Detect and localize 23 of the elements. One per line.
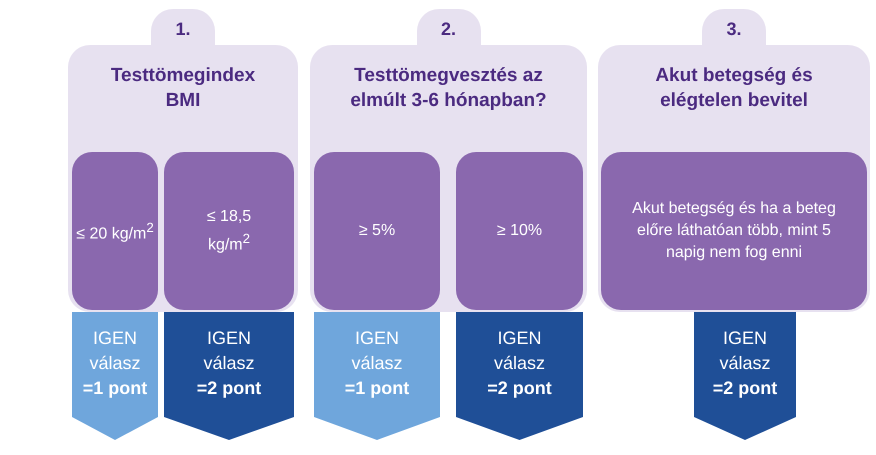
criterion-box: ≤ 20 kg/m$^{2}$	[72, 152, 158, 310]
score-tag	[694, 312, 796, 440]
score-text: =2 pont	[196, 377, 262, 400]
criterion-box: ≥ 5%	[314, 152, 440, 310]
score-text: =2 pont	[712, 377, 778, 400]
panel-heading: Testtömegvesztés az elmúlt 3-6 hónapban?	[349, 64, 548, 113]
panel-heading: Testtömegindex BMI	[110, 64, 256, 113]
score-tag	[314, 312, 440, 440]
score-text: =1 pont	[82, 377, 148, 400]
criterion-box: Akut betegség és ha a beteg előre láthatóan több, mint 5 napig nem fog enni	[601, 152, 867, 310]
answer-text: IGEN válasz	[88, 327, 142, 375]
score-text: =1 pont	[344, 377, 410, 400]
answer-text: IGEN válasz	[718, 327, 772, 375]
answer-text: IGEN válasz	[202, 327, 256, 375]
score-text: =2 pont	[487, 377, 552, 400]
panel-heading: Akut betegség és elégtelen bevitel	[654, 64, 814, 113]
score-tag	[164, 312, 294, 440]
criterion-box: ≤ 18,5 kg/m$^{2}$	[164, 152, 294, 310]
criterion-box: ≥ 10%	[456, 152, 583, 310]
score-tag	[72, 312, 158, 440]
score-tag	[456, 312, 583, 440]
answer-text: IGEN válasz	[492, 327, 546, 375]
answer-text: IGEN válasz	[350, 327, 404, 375]
